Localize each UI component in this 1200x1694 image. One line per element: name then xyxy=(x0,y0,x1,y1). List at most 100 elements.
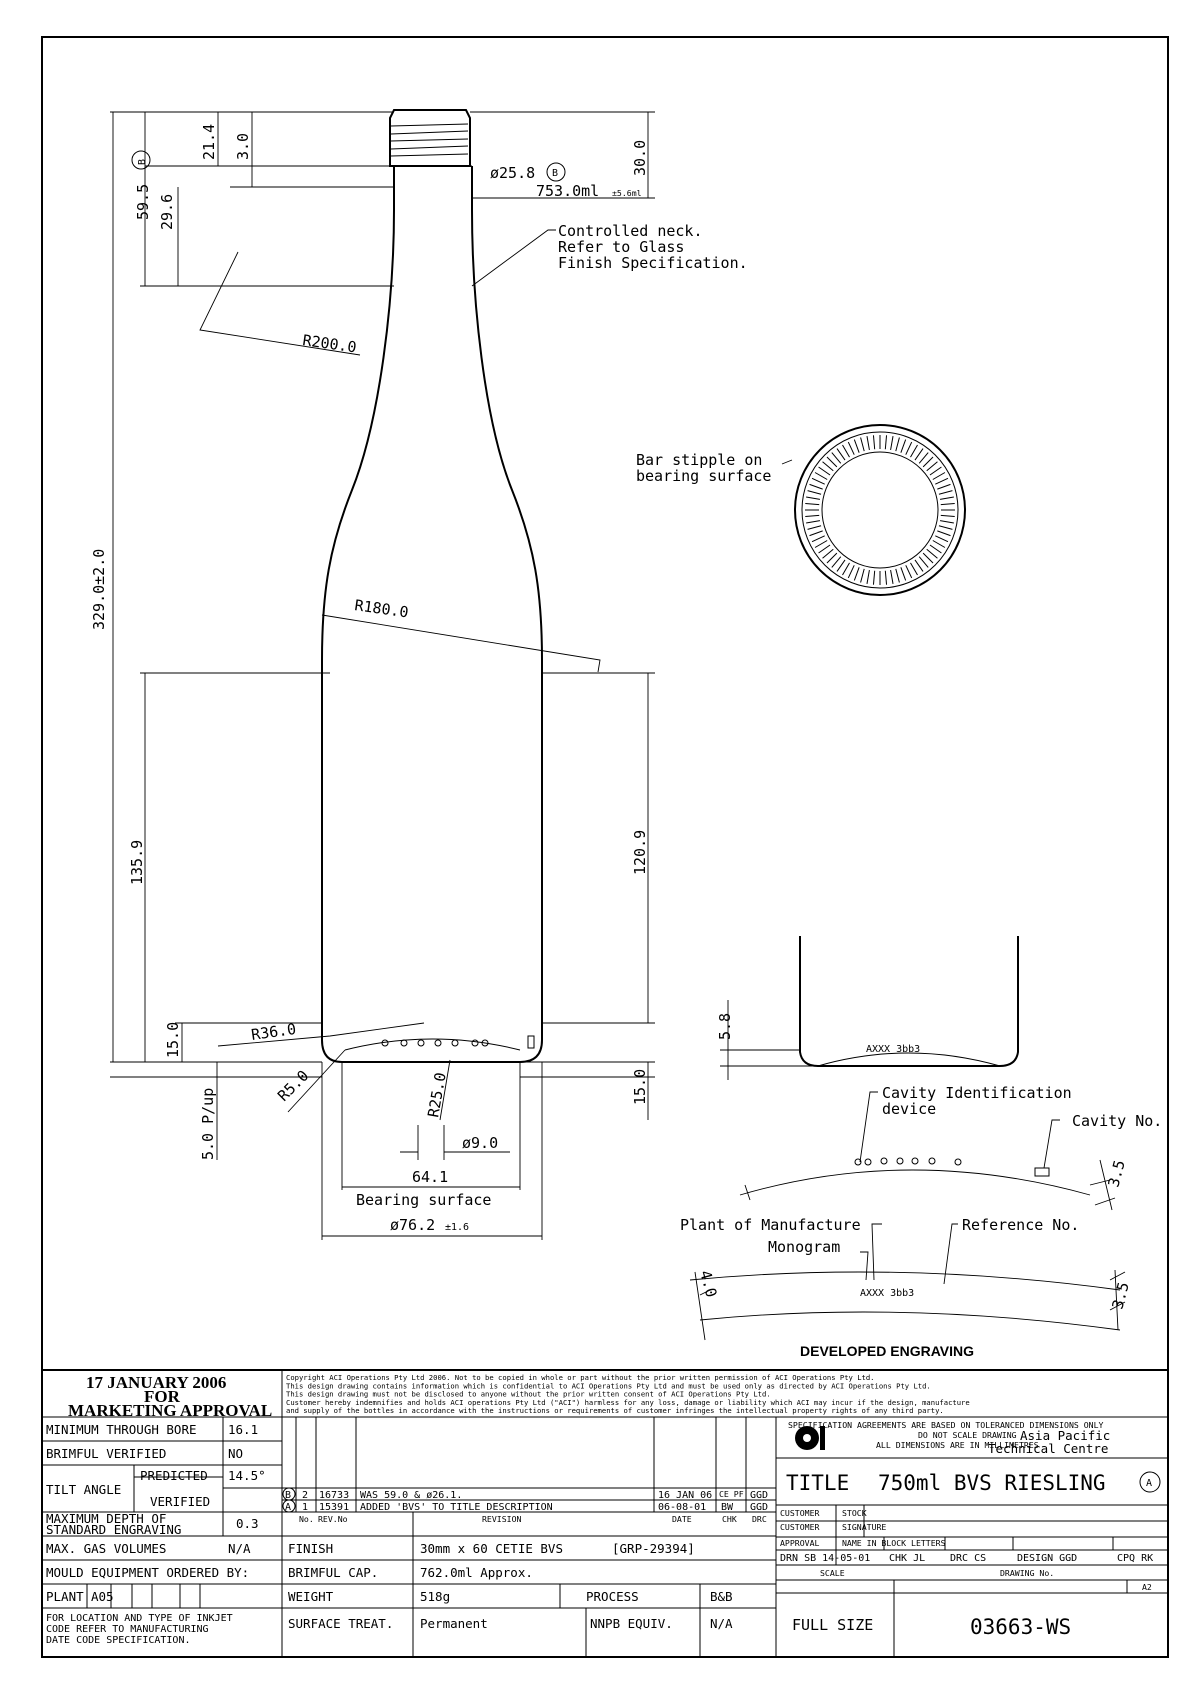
rev-b-label: B xyxy=(137,159,148,165)
finish-value: 30mm x 60 CETIE BVS xyxy=(420,1541,563,1556)
stipple-bar xyxy=(938,490,953,495)
bottom-dimensions: ø9.0 64.1 Bearing surface ø76.2 ±1.6 xyxy=(321,1062,543,1240)
r5-label: R5.0 xyxy=(274,1067,312,1105)
stipple-bar xyxy=(826,456,838,468)
neck-note-2: Refer to Glass xyxy=(558,238,684,256)
neck-note-3: Finish Specification. xyxy=(558,254,748,272)
copyright-line: This design drawing must not be disclose… xyxy=(286,1390,771,1399)
title-label: TITLE xyxy=(786,1471,849,1495)
stipple-bar xyxy=(932,472,946,480)
bearing-surface-view xyxy=(794,424,966,596)
stipple-bar xyxy=(940,502,955,506)
cavity-no-note: Cavity No. xyxy=(1072,1112,1162,1130)
title-block-grid xyxy=(42,1369,1168,1657)
stipple-bar xyxy=(860,437,865,452)
brimful-verified-label: BRIMFUL VERIFIED xyxy=(46,1446,166,1461)
stipple-bar xyxy=(929,544,942,554)
stipple-bar xyxy=(890,436,894,451)
customer-approval-2: APPROVAL xyxy=(780,1538,820,1548)
bottle-finish xyxy=(389,109,471,167)
inkjet-note-3: DATE CODE SPECIFICATION. xyxy=(46,1635,191,1646)
scale-label: SCALE xyxy=(820,1568,845,1578)
rev-a-drc: GGD xyxy=(750,1502,768,1513)
process-value: B&B xyxy=(710,1589,733,1604)
stipple-bar xyxy=(866,436,870,451)
stipple-bar xyxy=(922,456,934,468)
copyright-line: Copyright ACI Operations Pty Ltd 2006. N… xyxy=(286,1373,875,1382)
dim-21-4: 21.4 xyxy=(200,124,218,160)
stipple-bar xyxy=(826,552,838,564)
drawing-no: 03663-WS xyxy=(970,1615,1071,1639)
stipple-bar xyxy=(853,567,860,581)
r25-label: R25.0 xyxy=(424,1071,450,1119)
nnpb-label: NNPB EQUIV. xyxy=(590,1616,673,1631)
title-value: 750ml BVS RIESLING xyxy=(878,1471,1106,1495)
gas-value: N/A xyxy=(228,1541,251,1556)
copyright-line: and supply of the bottles in accordance … xyxy=(286,1406,944,1415)
rev-b-marker xyxy=(131,150,151,170)
stipple-bar xyxy=(884,435,888,450)
stipple-bar xyxy=(822,548,834,559)
engraving-text: AXXX 3bb3 xyxy=(860,1288,914,1299)
copyright-line: This design drawing contains information… xyxy=(286,1381,931,1390)
title-rev: A xyxy=(1146,1478,1152,1489)
name-block-label: NAME IN BLOCK LETTERS xyxy=(842,1538,946,1548)
stipple-bar xyxy=(831,556,842,568)
dim-29-6: 29.6 xyxy=(158,194,176,230)
thread-lines xyxy=(390,123,469,157)
rev-a-text: ADDED 'BVS' TO TITLE DESCRIPTION xyxy=(360,1502,553,1513)
stipple-bar xyxy=(939,520,954,524)
dia-25-8-label: ø25.8 xyxy=(490,164,535,182)
stipple-bar xyxy=(805,502,820,506)
drawing-border xyxy=(41,36,1169,1658)
inkjet-note-1: FOR LOCATION AND TYPE OF INKJET xyxy=(46,1613,233,1624)
surface-label: SURFACE TREAT. xyxy=(288,1616,393,1631)
finish-ref: [GRP-29394] xyxy=(612,1541,695,1556)
rev-b-date: 16 JAN 06 xyxy=(658,1490,712,1501)
approval-status: MARKETING APPROVAL xyxy=(68,1401,272,1420)
rev-header-revno: REV.No xyxy=(318,1514,348,1524)
stipple-bar xyxy=(922,552,934,564)
min-bore-label: MINIMUM THROUGH BORE xyxy=(46,1422,197,1437)
customer-approval-1: CUSTOMER xyxy=(780,1522,820,1532)
predicted-value: 14.5° xyxy=(228,1468,266,1483)
dim-3-0: 3.0 xyxy=(234,133,252,160)
stipple-bar xyxy=(814,540,828,548)
spec-note-3: ALL DIMENSIONS ARE IN MILLIMETRES xyxy=(876,1440,1039,1450)
gas-label: MAX. GAS VOLUMES xyxy=(46,1541,166,1556)
stipple-bar xyxy=(836,559,846,572)
inkjet-note-2: CODE REFER TO MANUFACTURING xyxy=(46,1624,209,1635)
stipple-bar xyxy=(900,439,907,453)
stipple-bar xyxy=(937,530,951,537)
stipple-bar xyxy=(905,441,913,455)
rev-header-revision: REVISION xyxy=(482,1514,522,1524)
dia-76-2: ø76.2 xyxy=(390,1216,435,1234)
stipple-bar xyxy=(866,569,870,584)
stipple-bar xyxy=(910,562,918,576)
stipple-bar xyxy=(914,559,924,572)
capacity-tol: ±5.6ml xyxy=(612,188,642,198)
bearing-surface-label: Bearing surface xyxy=(356,1191,491,1209)
rev-b-marker-2: B xyxy=(552,168,558,179)
drc-label: DRC CS xyxy=(950,1553,986,1564)
spec-note-1: SPECIFICATION AGREEMENTS ARE BASED ON TO… xyxy=(788,1420,1104,1430)
reference-note: Reference No. xyxy=(962,1216,1079,1234)
dia-76-2-tol: ±1.6 xyxy=(445,1222,469,1233)
stipple-bar xyxy=(806,496,821,500)
dim-3-5-a: 3.5 xyxy=(1104,1158,1128,1189)
dim-4-0: 4.0 xyxy=(696,1268,720,1299)
developed-engraving-title: DEVELOPED ENGRAVING xyxy=(800,1343,974,1359)
spec-note-2: DO NOT SCALE DRAWING xyxy=(918,1430,1017,1440)
stipple-bar xyxy=(938,525,953,530)
stipple-bar xyxy=(853,439,860,453)
capacity-label: 753.0ml xyxy=(536,182,599,200)
dim-59-5: 59.5 xyxy=(134,184,152,220)
developed-engraving-bottom: 4.0 AXXX 3bb3 3.5 xyxy=(689,1223,1133,1341)
stipple-note-1: Bar stipple on xyxy=(636,451,762,469)
stipple-bar xyxy=(890,569,894,584)
stipple-bar xyxy=(872,435,876,450)
company-name-1: Asia Pacific xyxy=(1020,1428,1110,1443)
design-label: DESIGN GGD xyxy=(1017,1553,1077,1564)
stipple-bar xyxy=(806,520,821,524)
drn-label: DRN SB 14-05-01 xyxy=(780,1553,870,1564)
